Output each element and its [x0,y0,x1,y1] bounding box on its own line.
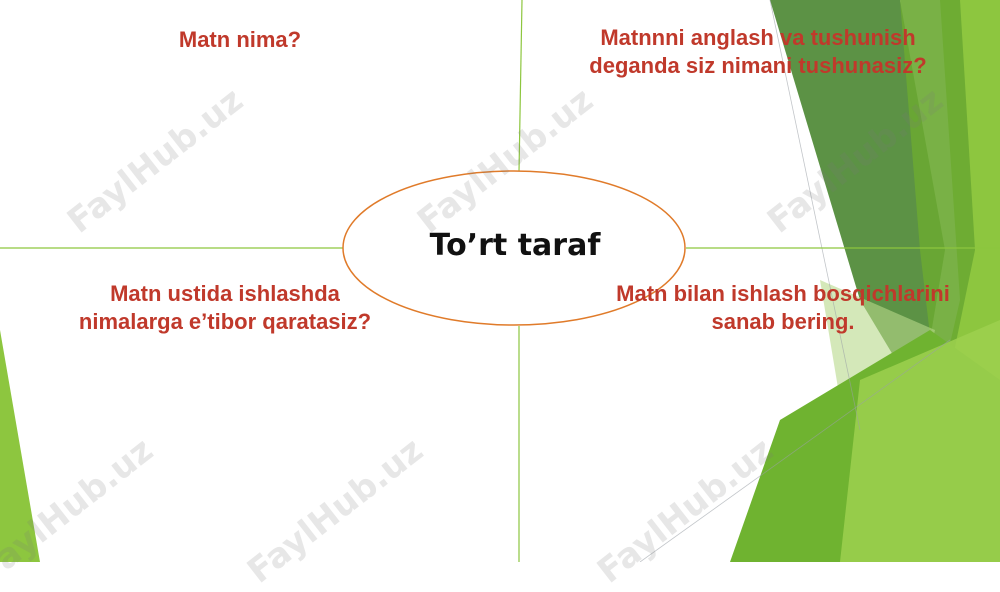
green-shape-bottom-light [840,320,1000,562]
question-top-right: Matnnni anglash va tushunish deganda siz… [548,24,968,80]
center-title: To’rt taraf [429,228,601,263]
green-shape-dark [770,0,945,400]
question-bottom-left-line-1: Matn ustida ishlashda [110,281,340,306]
question-bottom-right-line-2: sanab bering. [711,309,855,334]
question-bottom-left-line-2: nimalarga e’tibor qaratasiz? [78,309,372,334]
divider-vertical-top [518,0,523,173]
center-ellipse [342,170,686,326]
question-top-right-line-1: Matnnni anglash va tushunish [600,25,916,50]
question-top-left: Matn nima? [140,26,340,54]
question-bottom-left: Matn ustida ishlashda nimalarga e’tibor … [30,280,420,336]
question-top-left-text: Matn nima? [178,27,302,52]
slide-background-graphics [0,0,1000,562]
thin-line-2 [639,339,951,562]
question-bottom-right: Matn bilan ishlash bosqichlarini sanab b… [578,280,988,336]
question-top-right-line-2: deganda siz nimani tushunasiz? [589,53,927,78]
green-shape-mid [900,0,975,420]
green-strip-left [0,330,40,562]
question-bottom-right-line-1: Matn bilan ishlash bosqichlarini [616,281,950,306]
thin-line-1 [769,0,861,431]
